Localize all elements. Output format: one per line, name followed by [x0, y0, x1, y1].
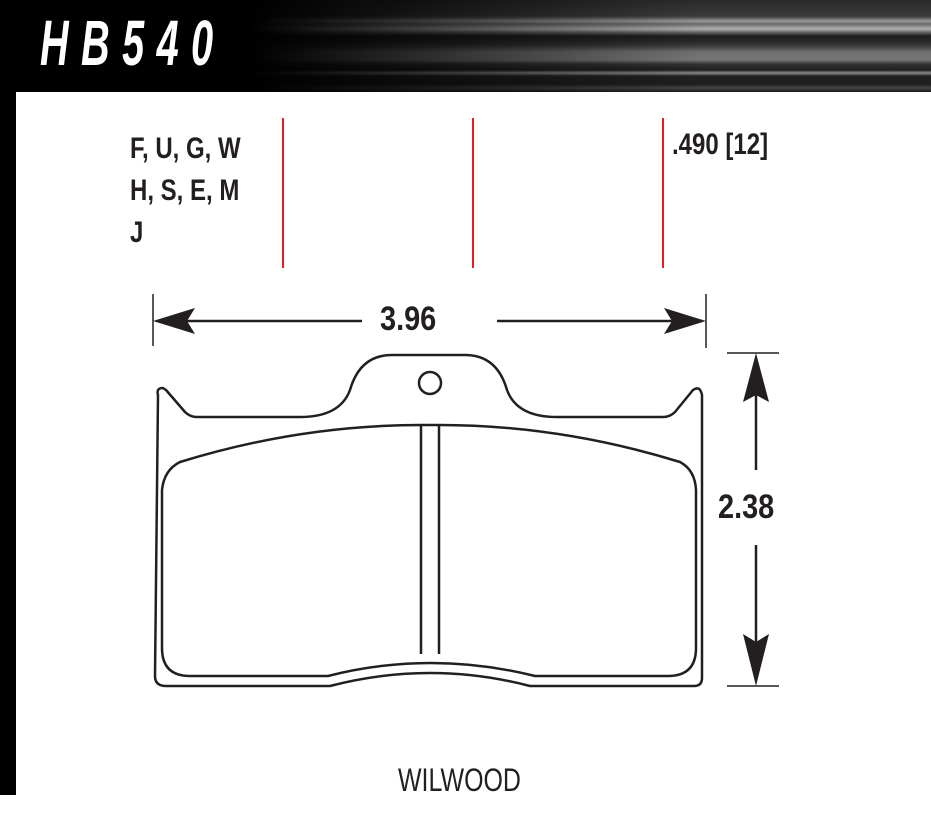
thickness-label: .490 [12] [672, 128, 769, 161]
application-brand-label: WILWOOD [398, 762, 521, 798]
friction-pad-outline [160, 423, 698, 678]
compound-codes: F, U, G, W H, S, E, M J [130, 128, 241, 254]
height-dimension-label: 2.38 [718, 488, 775, 526]
center-slot [419, 426, 441, 654]
compound-codes-line-1: F, U, G, W [130, 132, 241, 165]
mounting-hole [417, 370, 443, 396]
thickness-markers [282, 118, 664, 268]
compound-codes-line-2: H, S, E, M [130, 174, 240, 207]
left-border-bar [0, 0, 16, 795]
part-number-title: HB540 [40, 7, 226, 79]
backing-plate-outline [153, 353, 704, 688]
width-dimension-label: 3.96 [380, 300, 437, 338]
height-dimension-arrow [727, 352, 779, 687]
width-dimension-arrow [152, 294, 707, 348]
compound-codes-line-3: J [130, 216, 144, 249]
header-banner [0, 0, 931, 92]
